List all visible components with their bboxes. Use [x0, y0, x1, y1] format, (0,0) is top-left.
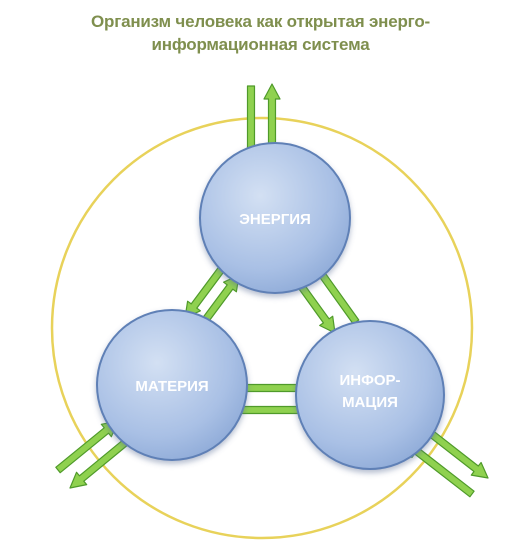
- node-matter-label: МАТЕРИЯ: [135, 378, 208, 395]
- arrow-external-to-matter: [55, 420, 119, 474]
- node-information-label-1: ИНФОР-: [339, 372, 400, 389]
- node-information-label-2: МАЦИЯ: [342, 394, 398, 411]
- node-energy-label: ЭНЕРГИЯ: [239, 211, 311, 228]
- node-energy: ЭНЕРГИЯ: [199, 142, 351, 294]
- node-information: ИНФОР- МАЦИЯ: [295, 320, 445, 470]
- diagram-title: Организм человека как открытая энерго- и…: [0, 10, 521, 56]
- title-line-1: Организм человека как открытая энерго-: [91, 12, 430, 31]
- title-line-2: информационная система: [151, 35, 370, 54]
- system-boundary-ring: [50, 116, 474, 540]
- arrow-matter-to-external: [69, 433, 135, 489]
- node-matter: МАТЕРИЯ: [96, 309, 248, 461]
